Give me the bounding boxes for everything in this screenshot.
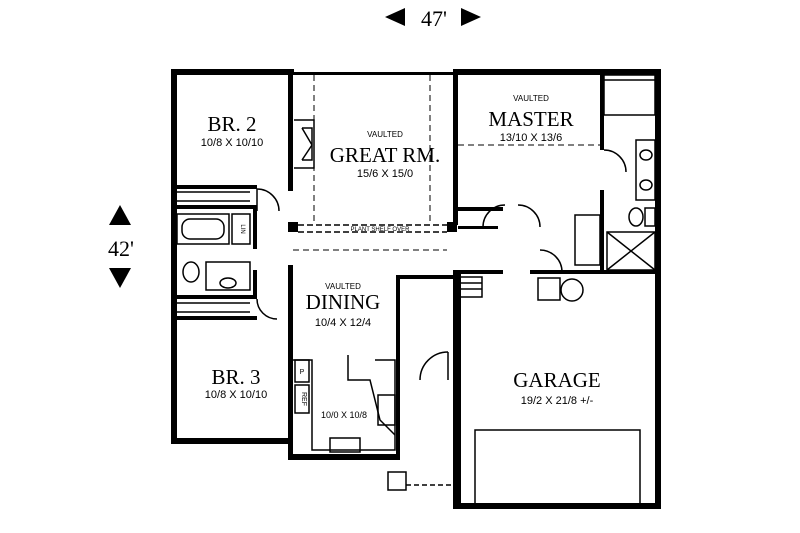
- interior-walls: [177, 69, 660, 460]
- room-master: VAULTED MASTER 13/10 X 13/6: [488, 94, 573, 144]
- room-kitchen: 10/0 X 10/8: [321, 410, 367, 420]
- room-size: 15/6 X 15/0: [357, 168, 413, 180]
- exterior-walls: [171, 69, 661, 509]
- room-note: VAULTED: [367, 130, 403, 139]
- plant-shelf-label: PLANT SHELF OVER: [351, 227, 411, 233]
- refrigerator-label: REF: [300, 392, 307, 406]
- depth-dimension: 42': [108, 205, 134, 288]
- linen-label: LIN: [239, 224, 245, 233]
- room-name: BR. 3: [211, 365, 260, 389]
- room-name: BR. 2: [207, 112, 256, 136]
- width-dimension: 47': [385, 6, 481, 31]
- width-label: 47': [421, 6, 447, 31]
- room-size: 10/4 X 12/4: [315, 317, 371, 329]
- arrow-left-icon: [385, 8, 405, 26]
- room-garage: GARAGE 19/2 X 21/8 +/-: [513, 368, 601, 407]
- room-size: 10/8 X 10/10: [205, 389, 267, 401]
- room-size: 10/8 X 10/10: [201, 137, 263, 149]
- room-great-room: VAULTED GREAT RM. 15/6 X 15/0: [330, 130, 440, 180]
- room-br2: BR. 2 10/8 X 10/10: [201, 112, 263, 149]
- room-dining: VAULTED DINING 10/4 X 12/4: [306, 282, 381, 329]
- arrow-up-icon: [109, 205, 131, 225]
- room-note: VAULTED: [513, 94, 549, 103]
- room-name: GARAGE: [513, 368, 601, 392]
- arrow-right-icon: [461, 8, 481, 26]
- fixtures: [176, 74, 656, 507]
- room-note: VAULTED: [325, 282, 361, 291]
- pantry-label: P: [300, 369, 305, 376]
- room-size: 10/0 X 10/8: [321, 410, 367, 420]
- room-size: 19/2 X 21/8 +/-: [521, 395, 594, 407]
- arrow-down-icon: [109, 268, 131, 288]
- depth-label: 42': [108, 236, 134, 261]
- room-name: GREAT RM.: [330, 143, 440, 167]
- room-name: DINING: [306, 290, 381, 314]
- room-size: 13/10 X 13/6: [500, 132, 562, 144]
- room-br3: BR. 3 10/8 X 10/10: [205, 365, 267, 401]
- room-name: MASTER: [488, 107, 573, 131]
